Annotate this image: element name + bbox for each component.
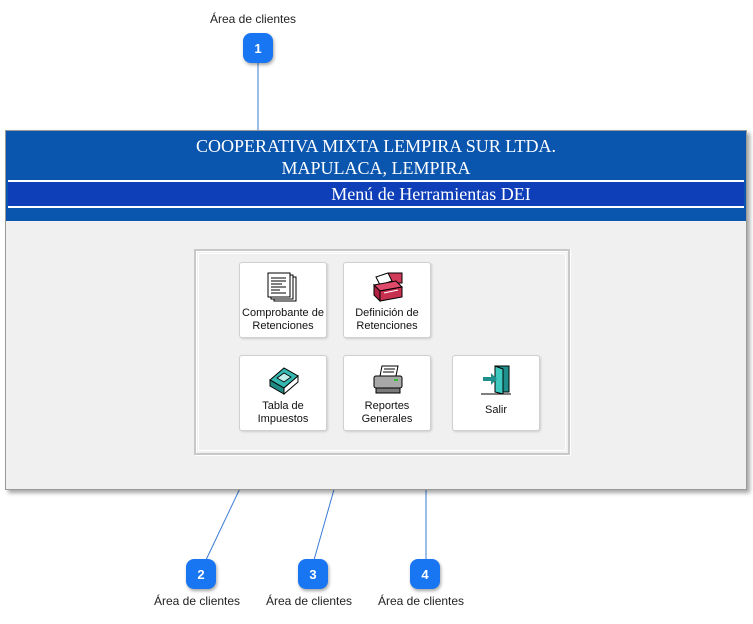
callout-label-4: Área de clientes <box>378 594 465 608</box>
exit-door-icon <box>481 365 511 395</box>
comprobante-label-line2: Retenciones <box>252 320 314 332</box>
callout-label-2: Área de clientes <box>154 594 241 608</box>
callout-label-1: Área de clientes <box>210 12 297 26</box>
reportes-label-line2: Generales <box>361 413 413 425</box>
tabla-label-line2: Impuestos <box>257 413 309 425</box>
definicion-retenciones-button[interactable]: Definición de Retenciones <box>343 262 431 338</box>
app-window: COOPERATIVA MIXTA LEMPIRA SUR LTDA. MAPU… <box>5 130 747 490</box>
callout-badge-4: 4 <box>410 559 440 589</box>
definicion-label-line1: Definición de <box>355 307 419 319</box>
app-header: COOPERATIVA MIXTA LEMPIRA SUR LTDA. MAPU… <box>6 131 746 221</box>
documents-icon <box>267 272 297 302</box>
book-icon <box>269 367 299 396</box>
salir-label: Salir <box>484 404 507 416</box>
printer-icon <box>373 365 403 394</box>
callout-label-3: Área de clientes <box>266 594 353 608</box>
comprobante-label-line1: Comprobante de <box>242 307 324 319</box>
callout-badge-1: 1 <box>243 33 273 63</box>
comprobante-retenciones-button[interactable]: Comprobante de Retenciones <box>239 262 327 338</box>
menu-title: Menú de Herramientas DEI <box>331 184 531 204</box>
callout-badge-2: 2 <box>186 559 216 589</box>
reportes-generales-button[interactable]: Reportes Generales <box>343 355 431 431</box>
definicion-label-line2: Retenciones <box>356 320 418 332</box>
header-title-line1: COOPERATIVA MIXTA LEMPIRA SUR LTDA. <box>195 136 557 156</box>
reportes-label-line1: Reportes <box>364 400 410 412</box>
tabla-impuestos-button[interactable]: Tabla de Impuestos <box>239 355 327 431</box>
header-title-line2: MAPULACA, LEMPIRA <box>281 158 471 178</box>
tools-panel: Comprobante de Retenciones Definición de… <box>194 249 570 455</box>
callout-badge-3: 3 <box>298 559 328 589</box>
card-file-icon <box>372 272 404 303</box>
tabla-label-line1: Tabla de <box>262 400 304 412</box>
salir-button[interactable]: Salir <box>452 355 540 431</box>
menu-title-bar: Menú de Herramientas DEI <box>8 180 744 208</box>
